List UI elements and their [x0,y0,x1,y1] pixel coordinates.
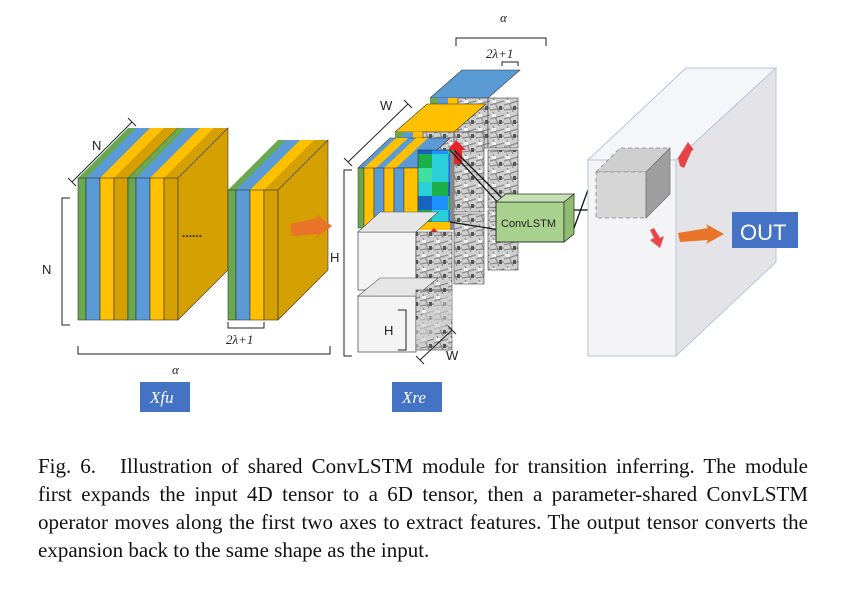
tensor-slab-2 [127,127,229,321]
badge-xfu-label: Xfu [149,388,174,407]
output-tensor [586,66,778,358]
badge-xre-label: Xre [401,388,426,407]
figure-number: Fig. 6. [38,454,97,478]
left-dimension-marks: N N 2λ+1 α [42,117,331,377]
out-label: OUT [740,220,786,245]
figure-illustration: ...... N N 2λ+1 α [42,10,798,412]
n-top-label: N [92,138,101,153]
middle-dimension-marks: W H H W [330,98,459,365]
top-dimension-marks: α 2λ+1 [455,10,547,66]
alpha-bottom-label: α [172,362,180,377]
ellipsis-dots: ...... [182,226,202,240]
arrow-right-icon [678,224,724,244]
n-side-label: N [42,262,51,277]
badge-xfu: Xfu [140,382,190,412]
lambda-width-label: 2λ+1 [226,332,253,347]
out-badge: OUT [732,212,798,248]
expanded-tensor-grid [357,69,521,353]
h-side-label: H [330,250,339,265]
figure-caption: Fig. 6.Illustration of shared ConvLSTM m… [38,452,808,564]
convlstm-label: ConvLSTM [501,218,556,230]
badge-xre: Xre [392,382,442,412]
convlstm-module: ConvLSTM [494,193,576,243]
w-top-label: W [380,98,393,113]
arrow-right-icon [290,214,332,238]
w-inner-label: W [446,348,459,363]
alpha-top-label: α [500,10,508,25]
h-inner-label: H [384,323,393,338]
caption-text: Illustration of shared ConvLSTM module f… [38,454,809,562]
lambda-top-label: 2λ+1 [486,46,513,61]
